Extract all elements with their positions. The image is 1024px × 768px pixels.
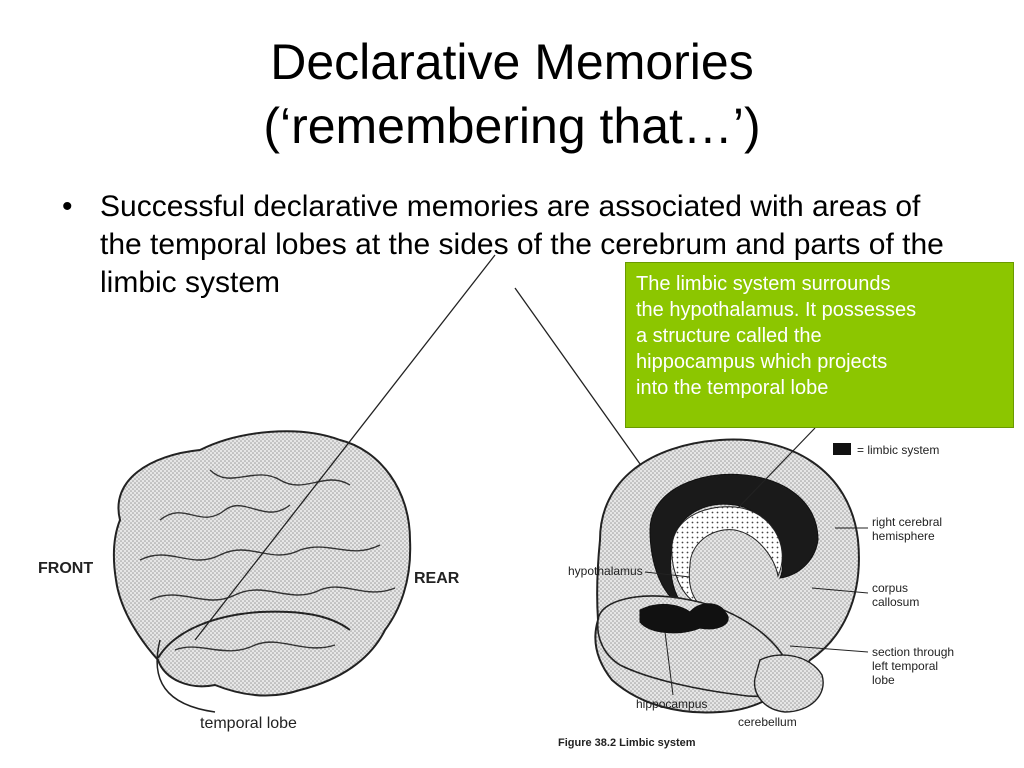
temporal-pointer (156, 639, 216, 713)
legend-label: = limbic system (857, 443, 939, 457)
hypothalamus-label: hypothalamus (568, 564, 643, 578)
leader-section (789, 645, 869, 653)
right-hemisphere-label-1: right cerebral (872, 515, 942, 529)
leader-corpus (811, 587, 869, 594)
callout-line-3: a structure called the (636, 325, 822, 347)
front-label: FRONT (38, 560, 93, 577)
section-label-2: left temporal (872, 659, 938, 673)
corpus-label-1: corpus (872, 581, 908, 595)
bullet-marker: • (62, 190, 73, 223)
sulci-4 (209, 469, 351, 486)
callout-line-2: the hypothalamus. It possesses (636, 299, 917, 321)
sulci-2 (139, 544, 381, 561)
cerebellum-shape (753, 654, 824, 713)
figure-caption-fragment: Figure 38.2 Limbic system (558, 737, 696, 749)
leader-hippocampus (664, 631, 674, 696)
limbic-callout-box: The limbic system surrounds the hypothal… (625, 262, 1014, 428)
section-label-1: section through (872, 645, 954, 659)
leader-callout (737, 427, 816, 509)
corpus-label-2: callosum (872, 595, 919, 609)
bullet-text: Successful declarative memories are asso… (100, 190, 944, 299)
temporal-lobe-label: temporal lobe (200, 715, 297, 732)
title-line-2: (‘remembering that…’) (263, 98, 761, 154)
callout-line-1: The limbic system surrounds (636, 273, 891, 295)
cerebellum-label: cerebellum (738, 715, 797, 729)
sulci-3 (149, 586, 396, 601)
leader-hypothalamus (644, 571, 691, 578)
title-line-1: Declarative Memories (270, 34, 754, 90)
legend-swatch (833, 443, 851, 455)
sulci-5 (174, 641, 336, 652)
temporal-lobe-outline (157, 610, 351, 659)
hippocampus-label: hippocampus (636, 697, 707, 711)
callout-line-5: into the temporal lobe (636, 377, 829, 399)
right-brain-figure: = limbic system right cerebral hemispher… (558, 427, 954, 749)
left-brain-figure: FRONT REAR temporal lobe (38, 430, 460, 732)
rear-label: REAR (414, 570, 460, 587)
right-hemisphere-label-2: hemisphere (872, 529, 935, 543)
left-brain-outline (112, 430, 412, 697)
pointer-line-temporal (194, 254, 496, 641)
section-label-3: lobe (872, 673, 895, 687)
slide-title: Declarative Memories (‘remembering that…… (0, 30, 1024, 158)
sulci-1 (159, 504, 291, 521)
callout-line-4: hippocampus which projects (636, 351, 888, 373)
hippocampus-shape (639, 603, 729, 634)
pointer-line-limbic (514, 287, 651, 479)
